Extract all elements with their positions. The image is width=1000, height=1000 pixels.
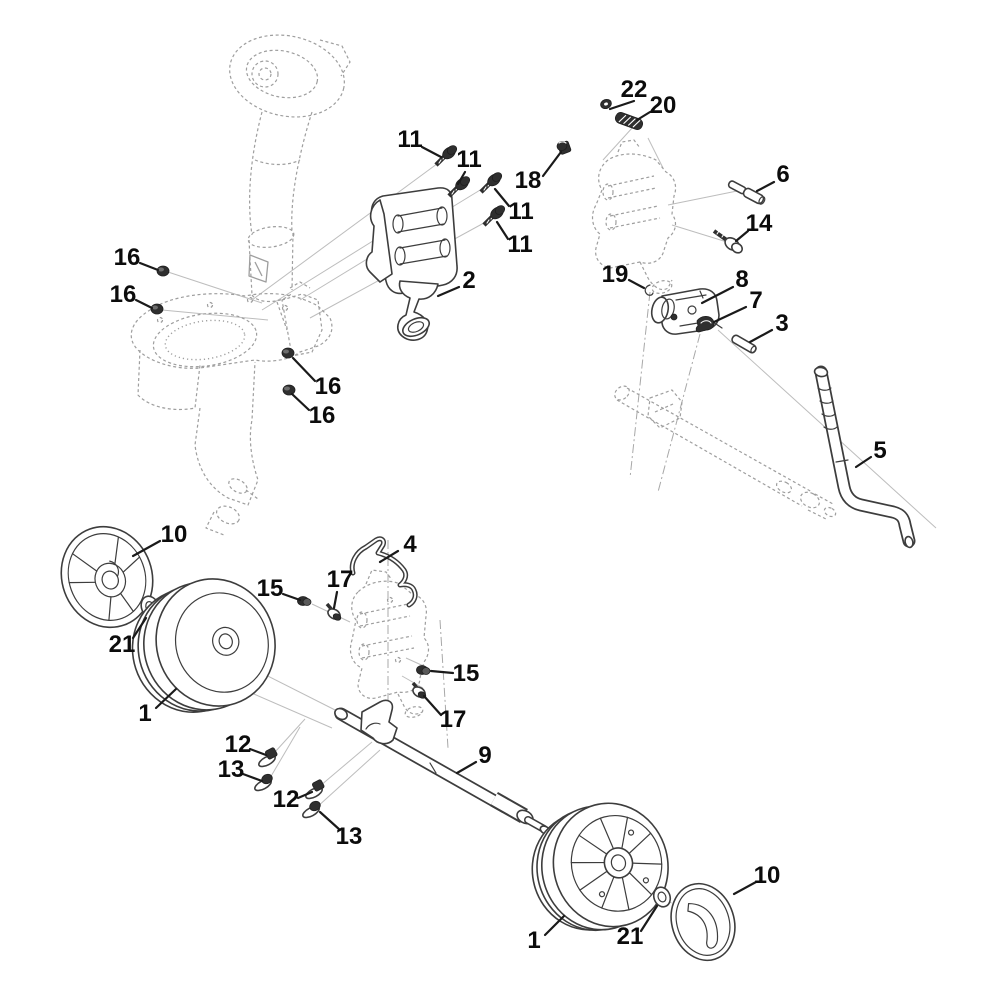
callout-7: 7 bbox=[749, 287, 763, 314]
ghost-upper-bracket bbox=[591, 139, 677, 294]
part-6-pin bbox=[727, 180, 766, 205]
callout-12-b: 12 bbox=[272, 786, 300, 813]
screw-12-b bbox=[305, 779, 325, 800]
callout-1-b: 1 bbox=[527, 927, 541, 954]
plug-16-d bbox=[282, 384, 296, 396]
plug-16-b bbox=[150, 303, 164, 315]
ghost-tine-axle bbox=[614, 385, 837, 520]
screw-12-a bbox=[258, 747, 278, 768]
callout-15-b: 15 bbox=[452, 660, 480, 687]
callout-3: 3 bbox=[775, 310, 789, 337]
callout-9: 9 bbox=[478, 742, 492, 769]
bolt-11-d bbox=[482, 205, 506, 227]
part-15-nuts bbox=[297, 596, 431, 675]
callout-11-a: 11 bbox=[397, 126, 423, 153]
screw-13-b bbox=[302, 800, 321, 819]
callout-1-a: 1 bbox=[138, 700, 152, 727]
part-9-axle bbox=[334, 699, 551, 835]
callout-19: 19 bbox=[601, 261, 629, 288]
nut-15-b bbox=[416, 665, 431, 675]
bolt-11-c bbox=[479, 172, 503, 194]
callout-13-a: 13 bbox=[217, 756, 245, 783]
part-19-clip bbox=[644, 284, 654, 296]
part-11-bolts bbox=[434, 145, 506, 227]
callout-21-b: 21 bbox=[616, 923, 644, 950]
callout-13-b: 13 bbox=[335, 823, 363, 850]
callout-5: 5 bbox=[873, 437, 887, 464]
bolt-11-b bbox=[447, 176, 471, 198]
part-21-washer-right bbox=[652, 886, 672, 908]
part-5-crank-handle bbox=[813, 365, 916, 549]
callout-22: 22 bbox=[620, 76, 648, 103]
callout-4: 4 bbox=[403, 531, 417, 558]
part-16-plugs bbox=[150, 265, 296, 396]
callout-15-a: 15 bbox=[256, 575, 284, 602]
part-3-pin bbox=[731, 334, 757, 354]
callout-10-a: 10 bbox=[160, 521, 188, 548]
bolt-17-a bbox=[325, 602, 342, 621]
callout-17-b: 17 bbox=[439, 706, 467, 733]
part-22-washer bbox=[600, 98, 612, 110]
ghost-gearbox-housing bbox=[130, 281, 333, 536]
callout-6: 6 bbox=[776, 161, 790, 188]
part-1-wheel-right bbox=[531, 802, 669, 932]
part-12-13-screws bbox=[254, 747, 325, 819]
callout-10-b: 10 bbox=[753, 862, 781, 889]
ghost-handlebar-column bbox=[229, 34, 351, 331]
part-18-cap bbox=[556, 140, 572, 155]
plug-16-c bbox=[281, 347, 295, 359]
callout-16-c: 16 bbox=[314, 373, 342, 400]
callout-11-c: 11 bbox=[508, 198, 534, 225]
part-2-bracket bbox=[365, 187, 458, 341]
callout-18: 18 bbox=[514, 167, 542, 194]
callout-12-a: 12 bbox=[224, 731, 252, 758]
callout-14: 14 bbox=[745, 210, 773, 237]
callout-20: 20 bbox=[649, 92, 677, 119]
part-10-wheel-cap-right bbox=[670, 882, 736, 962]
callout-21-a: 21 bbox=[108, 631, 136, 658]
part-10-wheel-cap-left bbox=[60, 525, 154, 629]
part-4-wire-clip bbox=[349, 536, 418, 608]
leader-lines bbox=[131, 99, 873, 937]
plug-16-a bbox=[156, 265, 170, 277]
part-1-wheel-left bbox=[131, 578, 276, 713]
screw-13-a bbox=[254, 773, 273, 792]
callout-16-b: 16 bbox=[109, 281, 137, 308]
nut-15-a bbox=[297, 596, 312, 606]
callout-2: 2 bbox=[462, 267, 476, 294]
callout-16-d: 16 bbox=[308, 402, 336, 429]
callout-17-a: 17 bbox=[326, 566, 354, 593]
bolt-11-a bbox=[434, 145, 458, 167]
callout-16-a: 16 bbox=[113, 244, 141, 271]
part-7-spring-clip bbox=[695, 315, 723, 333]
part-14-bolt bbox=[712, 229, 743, 254]
callout-8: 8 bbox=[735, 266, 749, 293]
callout-11-b: 11 bbox=[456, 146, 482, 173]
part-20-spring bbox=[614, 112, 644, 130]
callout-11-d: 11 bbox=[507, 231, 533, 258]
